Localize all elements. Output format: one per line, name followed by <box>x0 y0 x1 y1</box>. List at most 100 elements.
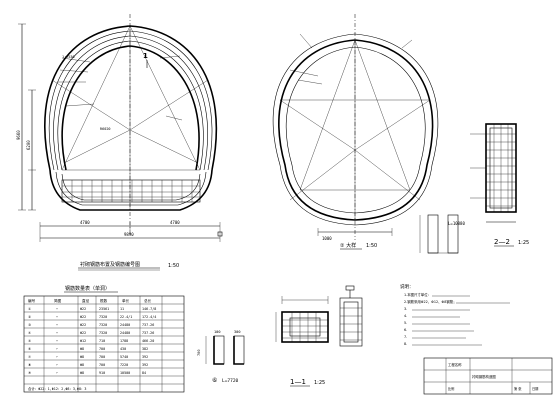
table-cell: Φ22 <box>80 315 86 319</box>
table-cell: 430 <box>120 347 126 351</box>
table-cell: 7320 <box>99 315 107 319</box>
detail-1-1-outline <box>281 311 329 343</box>
cage-detail <box>339 285 363 347</box>
table-cell: ⑦ <box>28 355 31 359</box>
table-cell: Φ8 <box>80 355 84 359</box>
detail-2-2-label: 2—2 <box>494 238 510 246</box>
note-L: L=10880 <box>448 221 465 226</box>
tb-drawing-name: 衬砌钢筋构造图 <box>472 374 496 379</box>
note-line-4: 4. <box>404 314 407 318</box>
note-left-b: R6020 <box>100 127 111 131</box>
dim-bottom-total: 9890 <box>124 232 134 237</box>
dim-left-sub: 6200 <box>26 140 31 150</box>
table-cell: ③ <box>28 323 31 327</box>
table-cell: 392 <box>142 363 148 367</box>
table-cell: ① <box>28 307 31 311</box>
right-view-caption: ② 大样 <box>340 242 356 249</box>
rebar-table: 钢筋数量表（单洞） 编号 简图 直径 根 <box>23 285 185 393</box>
note-line-8: 8. <box>404 342 407 346</box>
table-cell: Φ8 <box>80 363 84 367</box>
table-cell: ② <box>28 315 31 319</box>
detail-2-2: 2—2 1:25 <box>470 123 529 247</box>
table-footer: 合计：Φ22：1,Φ12：2,Φ8：3,Φ8：3 <box>28 386 86 391</box>
th-id: 编号 <box>28 298 36 303</box>
table-cell: 7220 <box>120 363 128 367</box>
title-block-frame <box>423 357 553 395</box>
dim-left-total: 9660 <box>16 130 21 140</box>
tb-scale: 比例 <box>448 386 454 391</box>
stirrup-detail: L=10880 <box>419 214 465 254</box>
detail-1-1-label: 1—1 <box>290 378 306 386</box>
table-cell: 22.4/1 <box>120 315 132 319</box>
th-sketch: 简图 <box>54 298 62 303</box>
lining-outer-arc <box>44 25 217 171</box>
table-cell: 710 <box>99 339 105 343</box>
table-cell: ⑥ <box>28 347 31 351</box>
ring-outer <box>272 33 439 226</box>
ring-inner <box>278 39 434 221</box>
table-cell: 382 <box>142 347 148 351</box>
table-cell: Φ8 <box>80 371 84 375</box>
table-cell: Φ8 <box>80 347 84 351</box>
bar-6-detail: 700 100 300 ⑥ L=7720 <box>197 330 245 384</box>
right-tunnel-section: 1000 ② 大样 1:50 <box>272 14 439 250</box>
tb-project: 工程名称 <box>448 362 462 367</box>
tb-date: 日期 <box>532 386 538 391</box>
table-cell: 7320 <box>99 331 107 335</box>
th-dia: 直径 <box>82 298 90 303</box>
bar6-length: L=7720 <box>222 378 239 384</box>
table-cell: 1788 <box>120 339 128 343</box>
th-len: 单长 <box>122 298 130 303</box>
table-cell: 700 <box>99 347 105 351</box>
title-block: 工程名称 衬砌钢筋构造图 第 张 比例 日期 <box>423 357 553 395</box>
note-line-1: 1.本图尺寸单位： <box>404 292 431 297</box>
table-cell: 24480 <box>120 331 130 335</box>
th-count: 根数 <box>100 298 108 303</box>
bar6-label: ⑥ <box>212 377 217 384</box>
table-cell: 146.7/8 <box>142 307 156 311</box>
table-cell: 172.4/4 <box>142 315 156 319</box>
table-cell: 737.26 <box>142 331 154 335</box>
left-view-scale: 1:50 <box>168 263 179 269</box>
table-cell: 700 <box>99 363 105 367</box>
tb-sheet: 第 张 <box>514 386 522 391</box>
table-cell: ⌒ <box>56 315 58 319</box>
table-cell: Φ22 <box>80 323 86 327</box>
table-cell: 24480 <box>120 323 130 327</box>
table-cell: ⑤ <box>28 339 31 343</box>
table-cell: ⌐ <box>56 355 58 359</box>
table-cell: 84 <box>142 371 146 375</box>
table-cell: Φ12 <box>80 339 86 343</box>
right-view-scale: 1:50 <box>366 243 377 249</box>
detail-1-1-scale: 1:25 <box>314 380 325 386</box>
table-cell: 7320 <box>99 323 107 327</box>
note-line-3: 3. <box>404 307 407 311</box>
table-cell: 10500 <box>120 371 130 375</box>
section-mark-1: 1 <box>143 52 148 60</box>
table-cell: 392 <box>142 355 148 359</box>
table-cell: 11 <box>120 307 124 311</box>
note-line-5: 5. <box>404 321 407 325</box>
table-cell: 700 <box>99 355 105 359</box>
table-cell: ⌒ <box>56 339 58 343</box>
bar6-dim-b: 100 <box>214 330 221 334</box>
table-cell: ⌒ <box>56 331 58 335</box>
bar6-dim-a: 700 <box>197 350 201 357</box>
table-cell: ⑨ <box>28 371 31 375</box>
table-cell: ⌐ <box>56 371 58 375</box>
right-dim-bottom: 1000 <box>322 236 332 241</box>
detail-1-1: 1—1 1:25 <box>275 296 329 387</box>
note-line-7: 7. <box>404 335 407 339</box>
notes-heading: 说明： <box>400 283 414 290</box>
floor-slab <box>61 179 201 203</box>
note-line-6: 6. <box>404 328 407 332</box>
detail-2-2-scale: 1:25 <box>518 240 529 246</box>
dim-bottom-right: 4700 <box>170 220 180 225</box>
table-cell: 910 <box>99 371 105 375</box>
lining-invert <box>49 169 213 211</box>
notes-block: 说明： 1.本图尺寸单位： 2.钢筋采用Φ22、Φ12、Φ8钢筋； 3. 4. … <box>400 283 510 346</box>
table-cell: ⌒ <box>56 323 58 327</box>
